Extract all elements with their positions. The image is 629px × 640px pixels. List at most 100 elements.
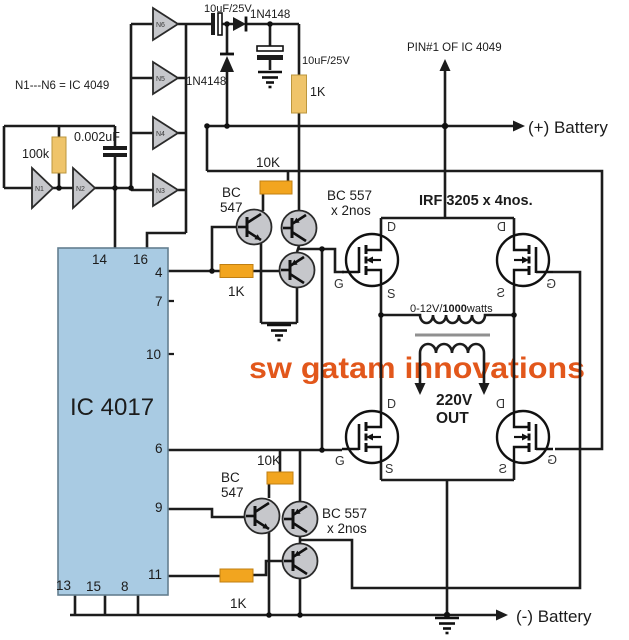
mosfet-br-s: S	[499, 462, 507, 476]
mosfet-bl-g: G	[335, 454, 345, 468]
pin-9: 9	[155, 500, 163, 515]
battery-negative-label: (-) Battery	[516, 607, 592, 626]
mosfet-br-d: D	[496, 397, 505, 411]
resistor-100k-label: 100k	[22, 147, 50, 161]
mosfet-tl-d: D	[387, 220, 396, 234]
pin-13: 13	[56, 578, 71, 593]
r1k-top-label: 1K	[228, 284, 245, 299]
bc547-bottom-label-2: 547	[221, 485, 244, 500]
pin-10: 10	[146, 347, 161, 362]
output-label: OUT	[436, 410, 469, 427]
buffer-n1-label: N1	[35, 186, 44, 193]
driver-top-cluster	[219, 180, 318, 342]
transistor-bc557-top-1	[280, 209, 318, 247]
resistor-10k-top-driver	[259, 180, 293, 195]
transformer-symbol	[381, 313, 514, 395]
r10k-top-label: 10K	[256, 155, 280, 170]
pin-14: 14	[92, 252, 108, 267]
pin-8: 8	[121, 579, 129, 594]
mosfet-tr-d: D	[497, 220, 506, 234]
ic-4017-label: IC 4017	[70, 394, 154, 421]
buffer-n4-label: N4	[156, 131, 165, 138]
buffer-note: N1---N6 = IC 4049	[15, 80, 109, 92]
capacitor-0002uF	[103, 146, 127, 157]
r1k-bottom-label: 1K	[230, 596, 247, 611]
ground-top-driver	[265, 323, 293, 342]
wires-driver-bottom	[168, 270, 582, 615]
buffer-n5	[152, 60, 180, 96]
pin-16: 16	[133, 252, 148, 267]
output-voltage-label: 220V	[436, 392, 473, 409]
buffer-n1	[31, 165, 55, 211]
mosfet-tr-s: S	[497, 286, 505, 300]
bc547-bottom-label-1: BC	[221, 470, 240, 485]
transistor-bc557-bottom-2	[281, 542, 319, 580]
diode-shunt-1n4148	[220, 52, 234, 72]
buffer-n6	[152, 6, 180, 42]
mosfet-tr-g: G	[546, 277, 556, 291]
mosfet-bottom-left	[340, 409, 400, 465]
resistor-100k	[51, 136, 67, 174]
bc547-top-label-2: 547	[220, 200, 243, 215]
mosfet-tl-s: S	[387, 287, 395, 301]
mosfet-type-label: IRF 3205 x 4nos.	[419, 193, 533, 209]
resistor-10k-bottom-driver	[266, 471, 294, 485]
mosfet-tl-g: G	[334, 277, 344, 291]
wires-hbridge	[379, 216, 516, 615]
mosfet-top-right	[495, 232, 555, 288]
pin-4: 4	[155, 265, 163, 280]
buffer-n2	[72, 165, 97, 211]
battery-positive-label: (+) Battery	[528, 118, 608, 137]
bc557-top-label-2: x 2nos	[331, 203, 371, 218]
buffer-n3	[152, 172, 180, 208]
mosfet-br-g: G	[547, 453, 557, 467]
transistor-bc557-bottom-1	[281, 500, 319, 538]
bc557-bottom-label-1: BC 557	[322, 506, 367, 521]
bc557-top-label-1: BC 557	[327, 188, 372, 203]
buffer-gates: N1 N2 N3 N4 N5 N6	[31, 6, 180, 211]
pin-6: 6	[155, 441, 163, 456]
mosfet-bottom-right	[495, 409, 555, 465]
ic-4017: IC 4017 14 16 4 7 10 6 9 11 13 15 8	[56, 247, 169, 596]
wires-battery-negative	[70, 595, 508, 621]
cap-timing-label: 0.002uF	[74, 130, 120, 144]
cap-pump-label: 10uF/25V	[204, 3, 252, 15]
buffer-n3-label: N3	[156, 188, 165, 195]
buffer-n4	[152, 115, 180, 151]
bc547-top-label-1: BC	[222, 185, 241, 200]
wire-rail-to-br-gate	[207, 169, 604, 451]
driver-bottom-cluster	[219, 471, 319, 583]
watermark-text: sw gatam innovations	[249, 352, 585, 385]
pin-7: 7	[155, 294, 163, 309]
transistor-bc547-bottom	[243, 497, 281, 535]
wires-oscillator	[2, 22, 188, 248]
bc557-bottom-label-2: x 2nos	[327, 521, 367, 536]
capacitor-pump	[211, 12, 223, 36]
cap-filter-label: 10uF/25V	[302, 55, 350, 67]
buffer-n6-label: N6	[156, 22, 165, 29]
diode-series-label: 1N4148	[250, 9, 290, 21]
ground-filter	[256, 70, 284, 89]
pin-15: 15	[86, 579, 101, 594]
pin-11: 11	[148, 567, 162, 582]
buffer-n5-label: N5	[156, 76, 165, 83]
resistor-1k-supply-label: 1K	[310, 85, 326, 99]
transformer-rating: 0-12V/1000watts	[410, 303, 493, 315]
pin1-note: PIN#1 OF IC 4049	[407, 42, 502, 54]
buffer-n2-label: N2	[76, 186, 85, 193]
diode-series-1n4148	[233, 16, 248, 32]
resistor-1k-bottom-driver	[219, 568, 254, 583]
junction-dots	[56, 21, 517, 619]
mosfet-top-left	[340, 232, 400, 288]
resistor-1k-top-driver	[219, 264, 254, 278]
r10k-bottom-label: 10K	[257, 453, 281, 468]
capacitor-filter	[256, 45, 284, 60]
transistor-bc557-top-2	[278, 251, 316, 289]
mosfet-bl-d: D	[387, 397, 396, 411]
wires-driver-top	[168, 171, 344, 356]
resistor-1k-supply	[291, 74, 307, 114]
mosfet-bl-s: S	[385, 462, 393, 476]
diode-shunt-label: 1N4148	[186, 76, 226, 88]
